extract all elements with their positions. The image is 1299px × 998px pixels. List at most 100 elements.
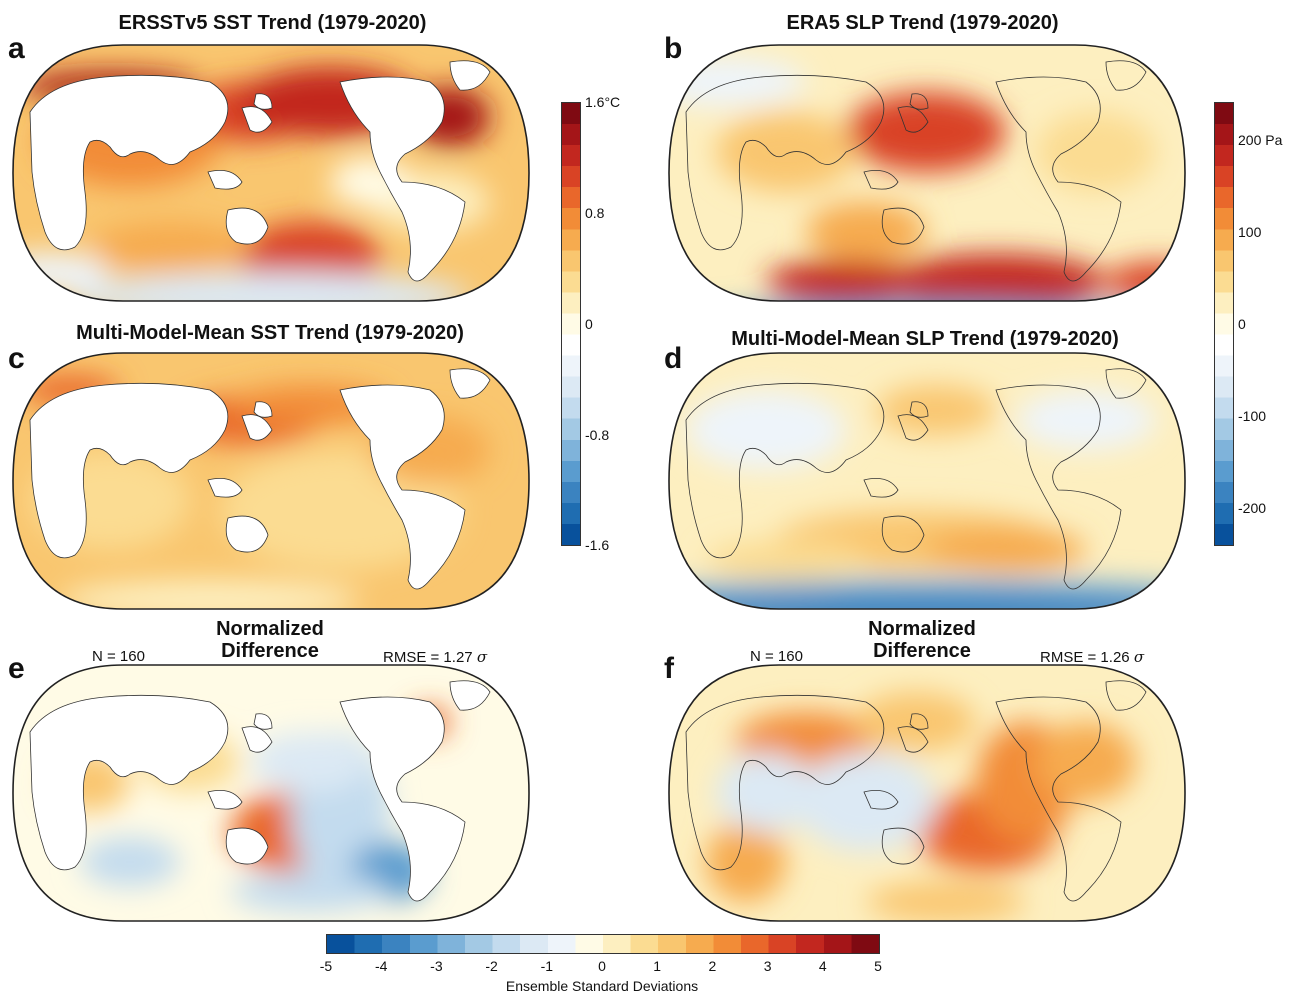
field-anomaly — [669, 592, 1185, 609]
coastline — [449, 680, 491, 711]
panel-b-map — [668, 44, 1186, 302]
coastline — [995, 384, 1122, 590]
difference-colorbar-tick: -4 — [374, 958, 388, 974]
difference-colorbar — [326, 934, 880, 954]
difference-colorbar-tick: 0 — [598, 958, 606, 974]
panel-f-letter: f — [664, 652, 674, 685]
slp-colorbar-tick: -100 — [1238, 408, 1267, 424]
field-anomaly — [669, 57, 806, 107]
difference-colorbar-tick: 2 — [708, 958, 717, 974]
field-anomaly — [90, 222, 250, 272]
sst-colorbar-tick: -0.8 — [585, 427, 610, 443]
slp-colorbar-tick: 100 — [1238, 224, 1262, 240]
coastline — [253, 93, 273, 110]
map-outline — [12, 352, 530, 610]
slp-colorbar-tick: -200 — [1238, 500, 1267, 516]
field-anomaly — [846, 92, 1006, 172]
field-anomaly — [876, 385, 996, 435]
panel-a-map — [12, 44, 530, 302]
field-anomaly — [70, 272, 470, 301]
sst-colorbar-tick: 1.6°C — [585, 94, 621, 110]
difference-colorbar-label: Ensemble Standard Deviations — [505, 978, 699, 994]
panel-e-map — [12, 664, 530, 922]
panel-f-rmse: RMSE = 1.26 σ — [1040, 648, 1144, 666]
coastline — [253, 713, 273, 730]
coastline — [225, 207, 269, 245]
field-anomaly — [1036, 722, 1136, 802]
coastline — [339, 696, 466, 902]
coastline — [29, 74, 229, 251]
coastline — [881, 207, 925, 245]
coastline — [225, 827, 269, 865]
difference-colorbar-tick: 5 — [874, 958, 882, 974]
map-outline — [668, 664, 1186, 922]
panel-e-letter: e — [8, 652, 25, 685]
panel-e-rmse: RMSE = 1.27 σ — [383, 648, 487, 666]
coastline — [881, 515, 925, 553]
field-anomaly — [806, 202, 926, 262]
sst-colorbar-tick: -1.6 — [585, 537, 610, 553]
field-anomaly — [1036, 112, 1156, 192]
coastline — [863, 477, 899, 498]
field-anomaly — [80, 837, 180, 887]
coastline — [253, 401, 273, 418]
coastline — [207, 477, 243, 498]
difference-colorbar-tick: 3 — [763, 958, 772, 974]
coastline — [881, 827, 925, 865]
field-anomaly — [230, 872, 390, 912]
coastline — [225, 515, 269, 553]
panel-d-map — [668, 352, 1186, 610]
field-anomaly — [686, 390, 846, 470]
panel-f-title-line1: Normalized — [868, 618, 976, 640]
field-anomaly — [926, 528, 1086, 572]
panel-a-title: ERSSTv5 SST Trend (1979-2020) — [118, 12, 427, 34]
difference-colorbar-tick: 4 — [818, 958, 827, 974]
coastline — [449, 368, 491, 399]
map-outline — [668, 352, 1186, 610]
panel-a-letter: a — [8, 32, 25, 65]
coastline — [29, 382, 229, 559]
field-anomaly — [866, 882, 1026, 921]
field-anomaly — [1016, 390, 1156, 450]
slp-colorbar — [1214, 102, 1234, 546]
coastline — [241, 414, 273, 441]
panel-f-map — [668, 664, 1186, 922]
coastline — [449, 60, 491, 91]
map-outline — [12, 664, 530, 922]
coastline — [995, 696, 1122, 902]
coastline — [909, 713, 929, 730]
panel-f-n-label: N = 160 — [750, 648, 803, 665]
panel-d-letter: d — [664, 342, 683, 375]
field-anomaly — [886, 254, 1106, 301]
coastline — [1105, 368, 1147, 399]
panel-f-rmse-unit: σ — [1133, 648, 1145, 666]
coastline — [241, 726, 273, 753]
slp-colorbar-tick: 200 Pa — [1238, 132, 1283, 148]
panel-e-title-line1: Normalized — [216, 618, 324, 640]
panel-d-title: Multi-Model-Mean SLP Trend (1979-2020) — [731, 328, 1119, 350]
coastline — [29, 694, 229, 871]
field-anomaly — [60, 580, 360, 609]
coastline — [207, 789, 243, 810]
field-anomaly — [706, 822, 786, 902]
coastline — [1105, 680, 1147, 711]
coastline — [685, 74, 885, 251]
panel-c-title: Multi-Model-Mean SST Trend (1979-2020) — [76, 322, 464, 344]
field-anomaly — [706, 540, 866, 580]
difference-colorbar-tick: -2 — [485, 958, 498, 974]
coastline — [241, 106, 273, 133]
difference-colorbar-tick: 1 — [653, 958, 662, 974]
coastline — [207, 169, 243, 190]
field-anomaly — [1106, 262, 1185, 301]
panel-f-title-line2: Difference — [873, 640, 971, 662]
panel-b-title: ERA5 SLP Trend (1979-2020) — [786, 12, 1059, 34]
map-outline — [12, 44, 530, 302]
coastline — [909, 93, 929, 110]
coastline — [685, 694, 885, 871]
panel-e-title-line2: Difference — [221, 640, 319, 662]
coastline — [897, 726, 929, 753]
panel-e-n-label: N = 160 — [92, 648, 145, 665]
coastline — [1105, 60, 1147, 91]
coastline — [863, 169, 899, 190]
